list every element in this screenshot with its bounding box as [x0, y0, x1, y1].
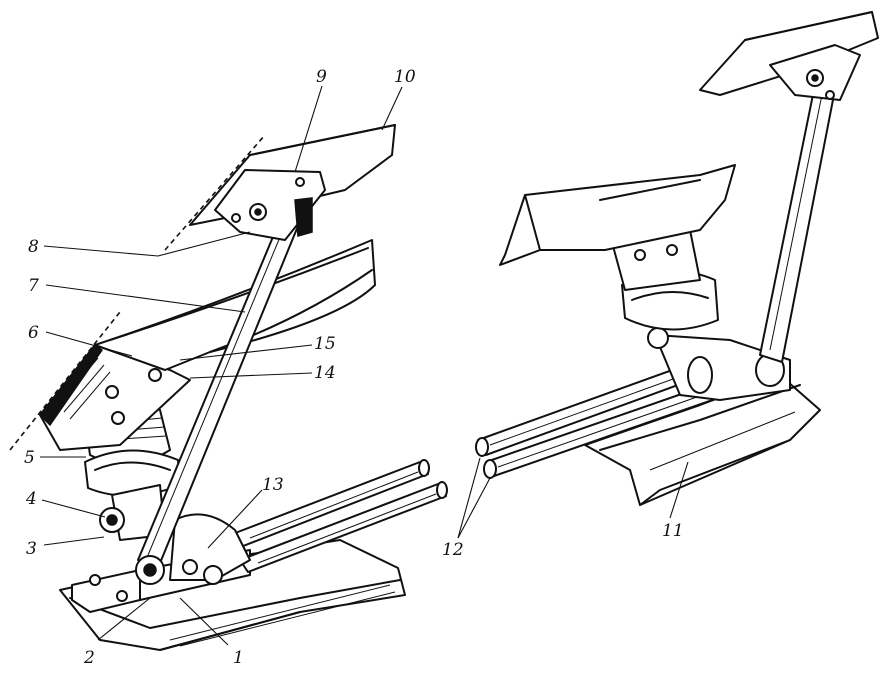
left-top-bracket [214, 169, 326, 241]
leader-7 [45, 284, 246, 313]
right-top-member [699, 11, 879, 101]
callout-1: 1 [233, 648, 244, 668]
leader-15 [179, 344, 313, 361]
leader-1 [179, 597, 229, 646]
callout-14: 14 [314, 363, 336, 383]
leader-lines [40, 85, 689, 646]
right-assembly [475, 11, 879, 506]
right-body-panel [499, 164, 736, 266]
leader-9 [294, 85, 323, 173]
right-strut [759, 69, 839, 363]
callout-12: 12 [442, 540, 464, 560]
right-frame-rail [584, 374, 821, 506]
leader-11 [669, 461, 689, 519]
callout-2: 2 [83, 648, 95, 668]
callout-13: 13 [262, 475, 284, 495]
leader-8 [43, 231, 251, 257]
leader-10 [381, 86, 403, 131]
leader-3 [43, 536, 105, 546]
callout-10: 10 [394, 67, 416, 87]
leader-14 [189, 372, 313, 379]
callout-7: 7 [28, 276, 39, 296]
callout-6: 6 [28, 323, 39, 343]
callout-numbers: 1 2 3 4 5 6 7 8 9 10 11 12 13 14 15 [24, 67, 684, 668]
left-assembly [9, 124, 448, 651]
left-strut [135, 219, 299, 585]
callout-3: 3 [26, 539, 37, 559]
leader-12b [457, 477, 491, 539]
leader-13 [207, 489, 263, 549]
leader-2 [97, 597, 151, 641]
right-lower-bracket [647, 327, 791, 401]
leader-6 [45, 331, 133, 357]
callout-5: 5 [24, 448, 35, 468]
leader-4 [41, 499, 106, 518]
callout-4: 4 [25, 489, 37, 509]
callout-8: 8 [28, 237, 39, 257]
right-rubber-mount [609, 229, 719, 331]
callout-15: 15 [314, 334, 336, 354]
leader-12a [457, 457, 481, 539]
callout-9: 9 [316, 67, 327, 87]
callout-11: 11 [662, 521, 684, 541]
left-bracket [169, 513, 251, 585]
